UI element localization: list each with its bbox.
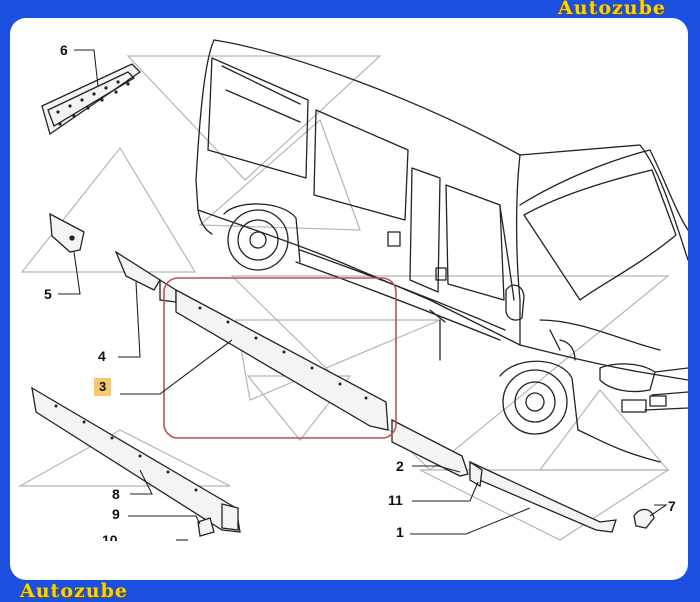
part-5-rear-corner <box>49 212 85 253</box>
callout-10: 10 <box>102 532 118 541</box>
callout-5: 5 <box>44 286 52 302</box>
highlight-box <box>163 277 397 439</box>
van-illustration <box>195 39 688 463</box>
part-1-lower-strip <box>469 460 617 533</box>
brand-logo-bottom: Autozube <box>20 580 128 602</box>
watermark-triangles <box>17 55 671 541</box>
callout-2: 2 <box>396 458 404 474</box>
callout-1: 1 <box>396 524 404 540</box>
brand-logo-top: Autozube <box>558 0 666 19</box>
part-2-front-strip <box>391 418 469 477</box>
callout-4: 4 <box>98 348 106 364</box>
callout-7: 7 <box>668 498 676 514</box>
part-7-clip <box>633 508 655 529</box>
part-9-clip <box>197 517 215 537</box>
leader-lines <box>58 49 668 541</box>
callout-9: 9 <box>112 506 120 522</box>
callout-8: 8 <box>112 486 120 502</box>
part-8-long-strip <box>31 386 241 533</box>
part-4-side-strip <box>114 250 177 303</box>
callout-6: 6 <box>60 42 68 58</box>
part-6-rear-plate <box>41 63 142 136</box>
diagram-panel: 6 5 4 3 2 8 11 9 7 1 10 <box>10 18 688 580</box>
part-3-door-strip <box>175 288 389 431</box>
callout-3: 3 <box>94 378 112 396</box>
callout-11: 11 <box>388 492 403 508</box>
parts-diagram <box>17 39 688 541</box>
